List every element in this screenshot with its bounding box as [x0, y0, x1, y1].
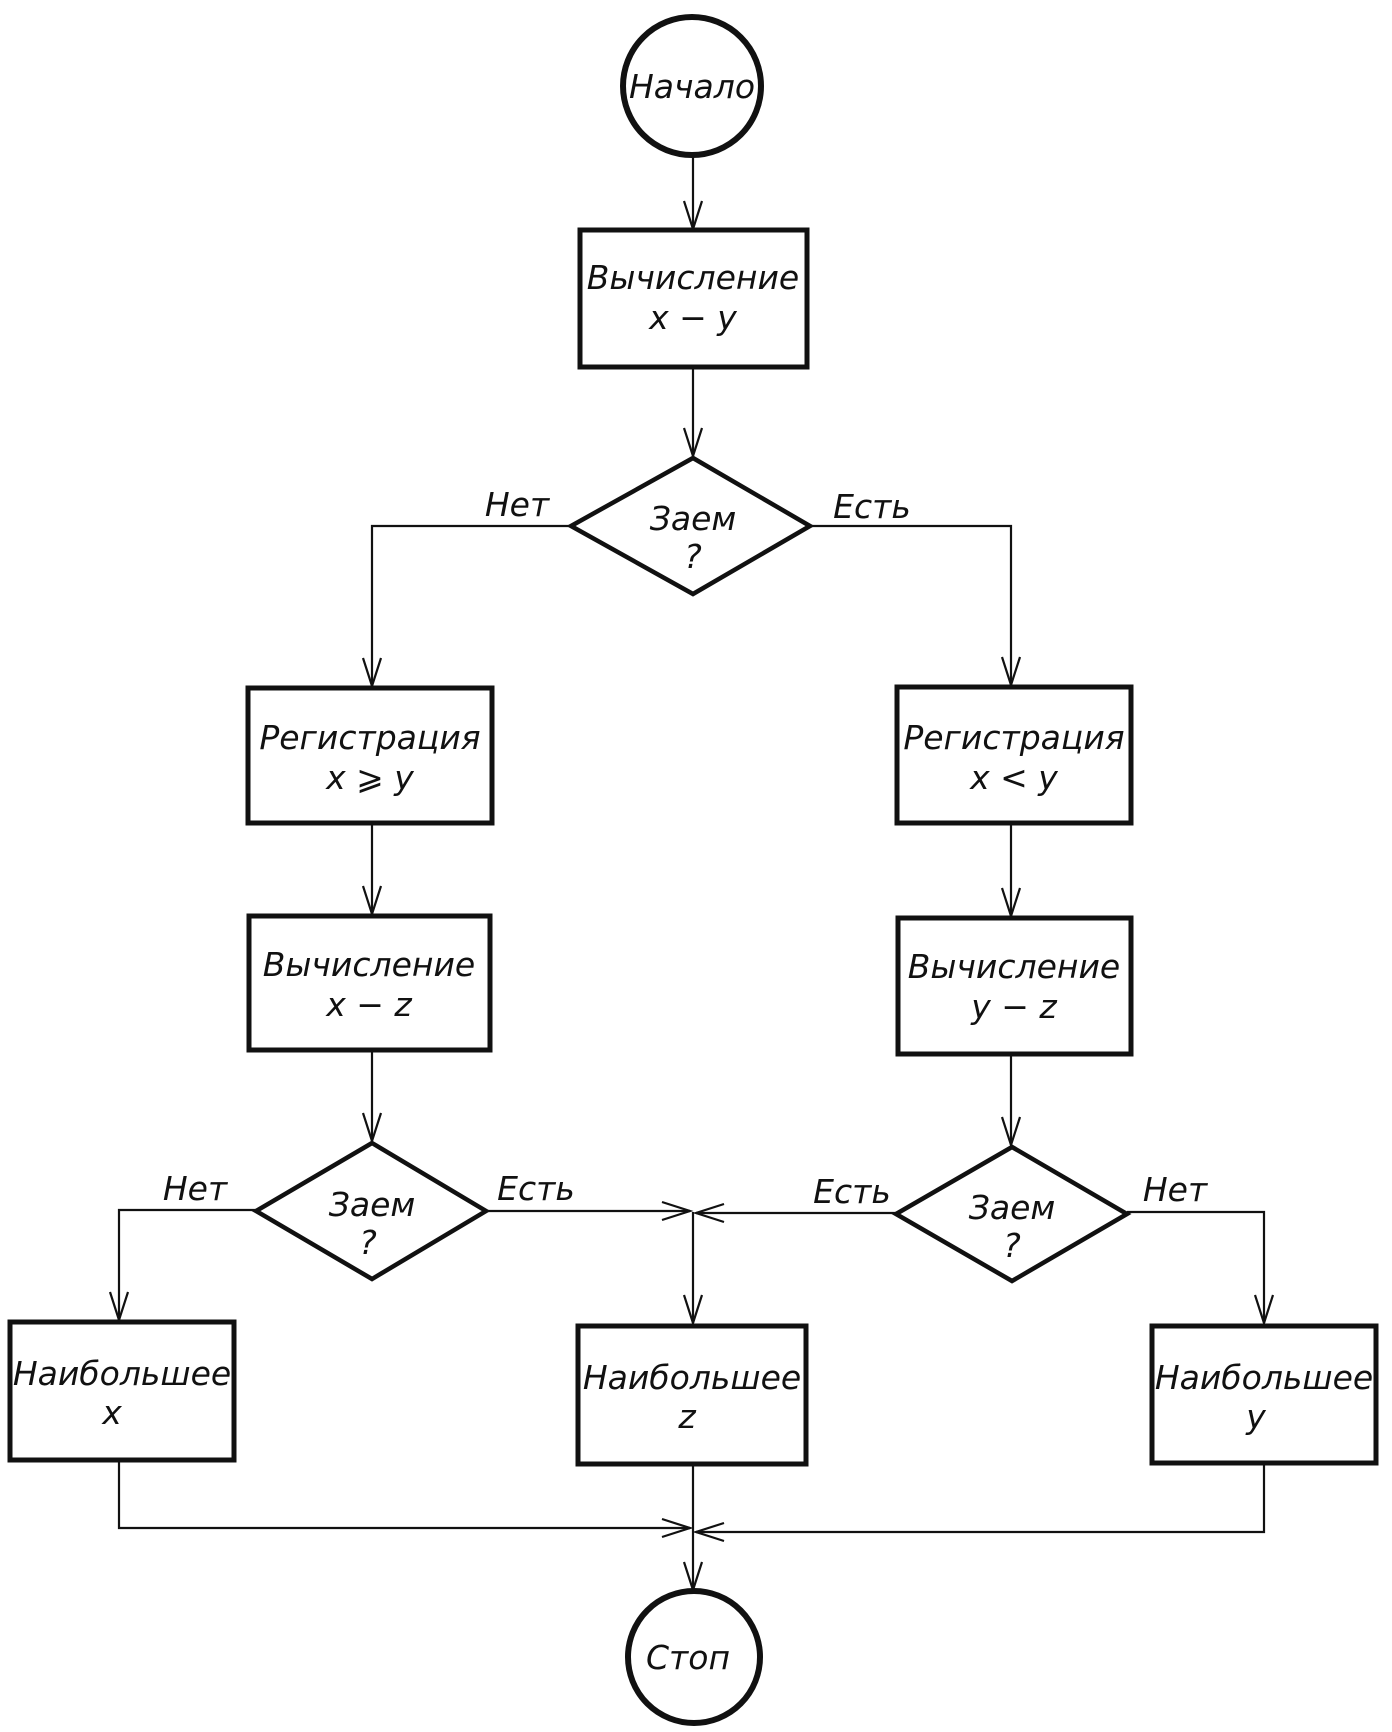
- decision-title: Заем: [329, 1185, 416, 1224]
- process-box: [246, 913, 493, 1053]
- arrow-right-junction-bottom: [661, 1517, 694, 1539]
- stop-label: Стоп: [646, 1638, 730, 1677]
- process-calc-x-minus-y: Вычисление x − y: [577, 227, 810, 370]
- process-box: [894, 684, 1134, 826]
- process-title: Регистрация: [259, 718, 480, 757]
- edge-label-decision3-yes: Есть: [813, 1172, 891, 1211]
- decision-borrow-3: Заем ?: [891, 1144, 1132, 1284]
- edges: [117, 156, 1266, 1590]
- start-node: Начало: [620, 14, 764, 158]
- process-register-x-lt-y: Регистрация x < y: [894, 684, 1134, 826]
- arrow-right-junction-top: [661, 1200, 694, 1222]
- decision-diamond: [891, 1144, 1132, 1284]
- process-title: Регистрация: [903, 718, 1124, 757]
- start-label: Начало: [629, 67, 755, 106]
- decision-borrow-2: Заем ?: [251, 1140, 491, 1282]
- process-calc-y-minus-z: Вычисление y − z: [895, 915, 1134, 1057]
- result-box: [1149, 1323, 1379, 1466]
- result-box: [7, 1319, 237, 1463]
- result-box: [575, 1323, 809, 1467]
- edge-label-decision2-yes: Есть: [497, 1169, 575, 1208]
- result-title: Наибольшее: [1155, 1358, 1373, 1397]
- arrow-down-max-z: [682, 1294, 704, 1327]
- edge-label-decision1-yes: Есть: [833, 487, 911, 526]
- process-calc-x-minus-z: Вычисление x − z: [246, 913, 493, 1053]
- process-title: Вычисление: [587, 258, 800, 297]
- edge-decision1-no-to-reg-ge: [370, 524, 571, 686]
- decision-borrow-1: Заем ?: [566, 455, 815, 597]
- edge-decision2-no-to-max-x: [117, 1208, 256, 1320]
- result-title: Наибольшее: [583, 1358, 801, 1397]
- process-box: [895, 915, 1134, 1057]
- edge-label-decision3-no: Нет: [1143, 1170, 1209, 1209]
- edge-label-decision2-no: Нет: [163, 1169, 229, 1208]
- decision-question-mark: ?: [684, 537, 702, 576]
- process-expression: x − y: [648, 298, 737, 337]
- edge-label-decision1-no: Нет: [485, 485, 551, 524]
- decision-diamond: [251, 1140, 491, 1282]
- decision-question-mark: ?: [359, 1223, 377, 1262]
- decision-title: Заем: [969, 1188, 1056, 1227]
- result-max-x: Наибольшее x: [7, 1319, 237, 1463]
- result-variable: z: [677, 1397, 696, 1436]
- result-max-z: Наибольшее z: [575, 1323, 809, 1467]
- decision-question-mark: ?: [1003, 1226, 1021, 1265]
- stop-node: Стоп: [625, 1588, 763, 1726]
- process-expression: y − z: [970, 987, 1057, 1026]
- process-box: [245, 685, 495, 826]
- decision-title: Заем: [650, 499, 737, 538]
- arrow-left-junction-top: [692, 1202, 725, 1224]
- arrow-down-max-y: [1253, 1294, 1275, 1327]
- process-register-x-ge-y: Регистрация x ⩾ y: [245, 685, 495, 826]
- result-title: Наибольшее: [13, 1354, 231, 1393]
- decision-diamond: [566, 455, 815, 597]
- stop-circle: [625, 1588, 763, 1726]
- process-expression: x < y: [969, 758, 1058, 797]
- process-expression: x ⩾ y: [325, 758, 414, 797]
- process-title: Вычисление: [908, 947, 1121, 986]
- result-variable: y: [1245, 1397, 1266, 1436]
- start-circle: [620, 14, 764, 158]
- result-max-y: Наибольшее y: [1149, 1323, 1379, 1466]
- edge-max-x-to-stop-junction: [117, 1461, 690, 1530]
- edge-max-y-to-stop-junction: [696, 1464, 1266, 1534]
- edge-labels: Нет Есть Нет Есть Есть Нет: [163, 485, 1209, 1211]
- edge-decision1-yes-to-reg-lt: [810, 524, 1013, 685]
- edge-decision3-no-to-max-y: [1127, 1210, 1266, 1323]
- arrow-left-junction-bottom: [692, 1521, 725, 1543]
- process-box: [577, 227, 810, 370]
- process-title: Вычисление: [263, 945, 476, 984]
- result-variable: x: [101, 1393, 122, 1432]
- process-expression: x − z: [325, 985, 412, 1024]
